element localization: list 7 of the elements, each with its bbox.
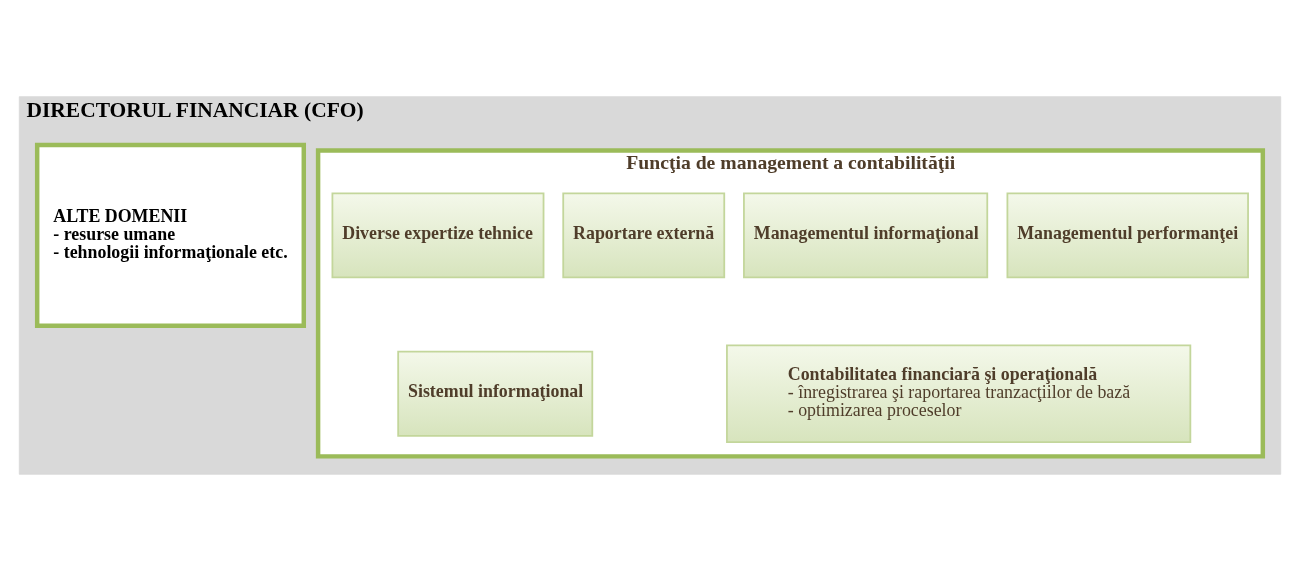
node-box: Raportare externă [562, 191, 726, 278]
node-box: Sistemul informaţional [397, 350, 594, 437]
node-box: Managementul performanţei [1006, 191, 1249, 278]
node-box: Contabilitatea financiară şi operaţională - înregistrarea şi raportarea tranzacţiilor de bază - optimizarea proceselor [726, 344, 1192, 443]
node-box: ALTE DOMENII - resurse umane - tehnologii informaţionale etc. [34, 142, 306, 328]
node-box: Managementul informaţional [743, 191, 989, 278]
node-box: Diverse expertize tehnice [331, 191, 545, 278]
